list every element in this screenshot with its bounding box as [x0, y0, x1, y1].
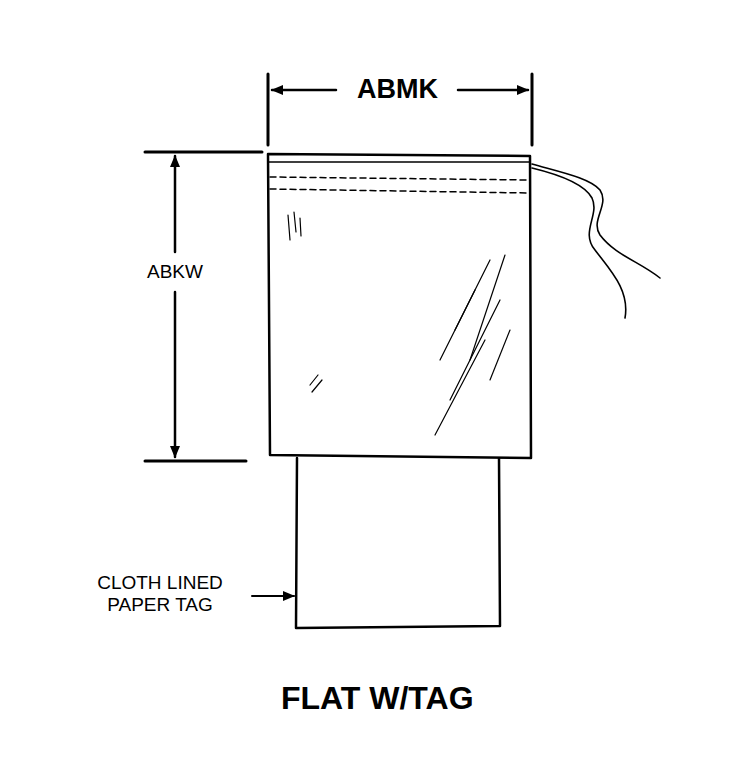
- extension-line: [267, 74, 270, 145]
- stitch-line: [270, 189, 529, 193]
- leader-line: [252, 595, 294, 597]
- drawstring: [532, 164, 660, 278]
- paper-tag: [296, 458, 500, 628]
- bag-hem: [268, 161, 530, 163]
- dimension-line: [458, 89, 528, 92]
- extension-line: [145, 151, 262, 154]
- extension-line: [531, 74, 534, 145]
- dimension-line: [174, 156, 177, 252]
- caption: FLAT W/TAG: [278, 680, 477, 717]
- drawstring: [532, 168, 626, 318]
- extension-line: [145, 460, 246, 463]
- stitch-line: [270, 177, 529, 180]
- part-label: CLOTH LINED PAPER TAG: [72, 572, 248, 616]
- dimension-label: ABKW: [144, 261, 206, 283]
- dimension-line: [272, 89, 336, 92]
- dimension-label: ABMK: [354, 74, 441, 105]
- shading: [288, 212, 510, 435]
- bag-outline: [268, 154, 531, 458]
- dimension-line: [174, 292, 177, 457]
